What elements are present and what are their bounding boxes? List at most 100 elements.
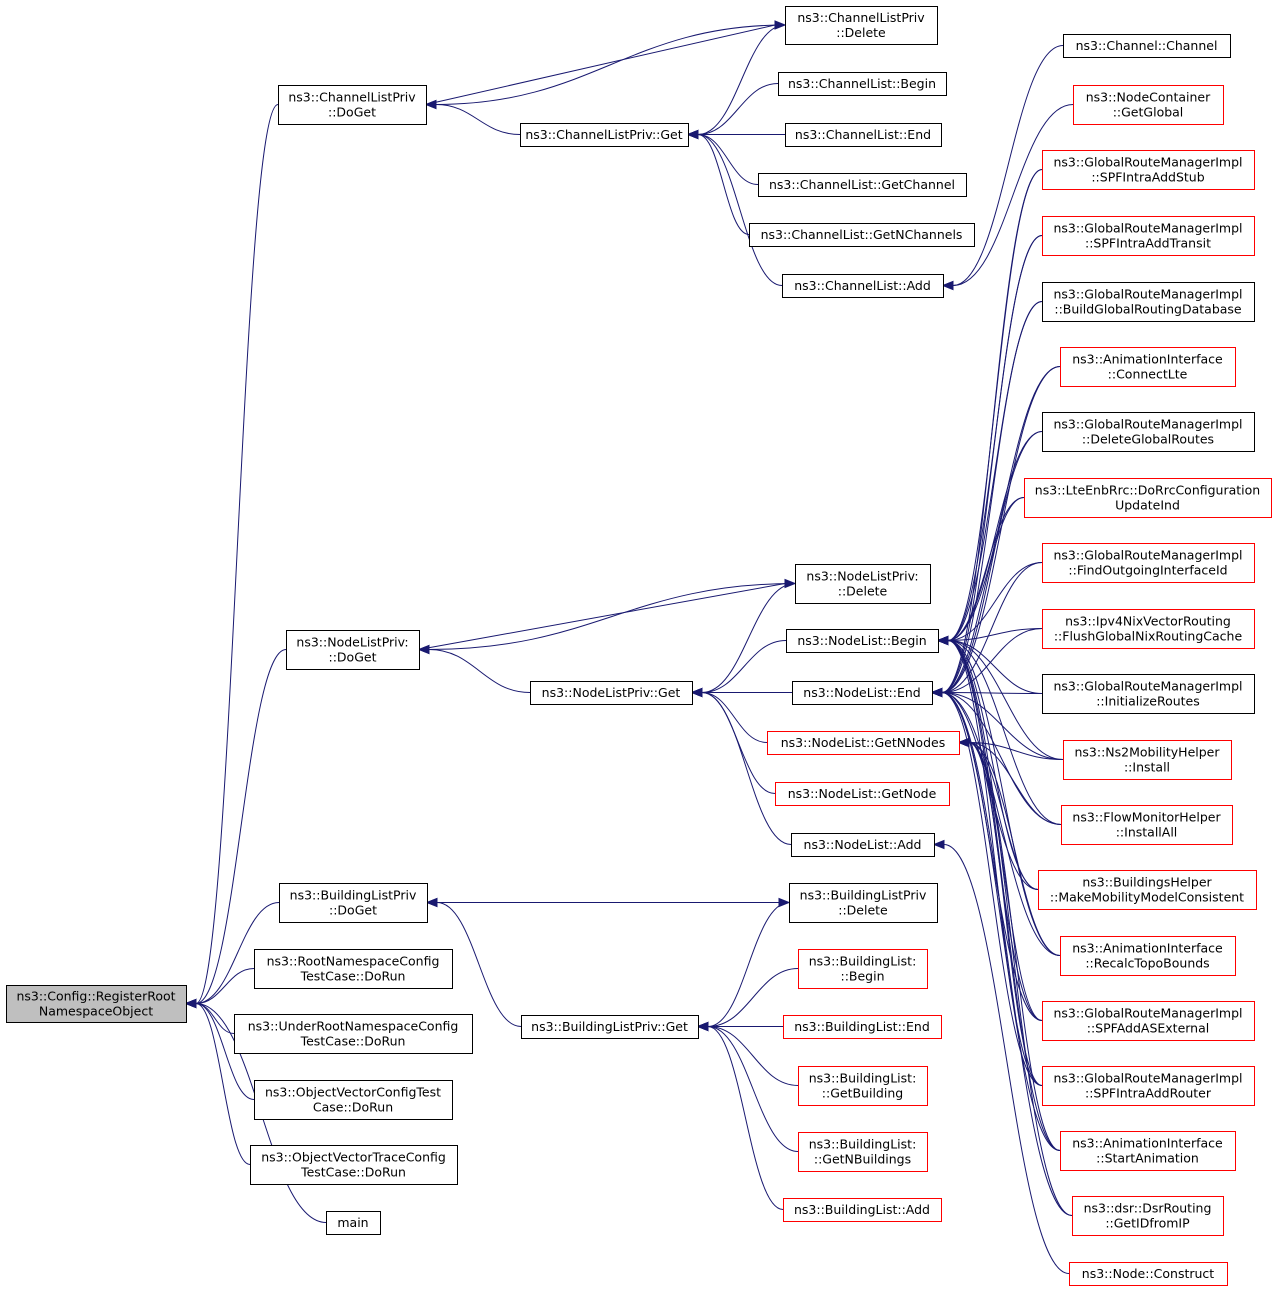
node-nl-getn[interactable]: ns3::NodeList::GetNNodes: [767, 731, 960, 755]
node-clp-delete[interactable]: ns3::ChannelListPriv::Delete: [785, 6, 938, 45]
node-label: ns3::ChannelListPriv: [288, 90, 416, 105]
node-nix-flush[interactable]: ns3::Ipv4NixVectorRouting::FlushGlobalNi…: [1042, 609, 1255, 649]
node-label: ::DoGet: [328, 105, 376, 120]
node-blp-delete[interactable]: ns3::BuildingListPriv::Delete: [789, 883, 938, 923]
call-edge: [195, 104, 279, 1004]
node-grm-init[interactable]: ns3::GlobalRouteManagerImpl::InitializeR…: [1042, 674, 1255, 714]
node-ai-start[interactable]: ns3::AnimationInterface::StartAnimation: [1060, 1131, 1236, 1171]
call-edge: [941, 562, 1043, 693]
node-label: ::DoGet: [329, 903, 377, 918]
node-nl-begin[interactable]: ns3::NodeList::Begin: [786, 629, 939, 653]
node-box: [1042, 609, 1255, 649]
node-grm-stub[interactable]: ns3::GlobalRouteManagerImpl::SPFIntraAdd…: [1042, 150, 1255, 190]
node-label: ns3::ChannelListPriv: [797, 10, 925, 25]
node-label: ns3::NodeListPriv::Get: [542, 685, 681, 700]
node-label: ns3::UnderRootNamespaceConfig: [248, 1019, 459, 1034]
arrowhead: [930, 687, 943, 698]
node-label: TestCase::DoRun: [300, 969, 406, 984]
node-box: [1042, 282, 1255, 322]
node-ovt-test[interactable]: ns3::ObjectVectorTraceConfigTestCase::Do…: [250, 1145, 458, 1185]
arrowhead: [184, 998, 197, 1009]
node-label: ::Delete: [836, 25, 886, 40]
node-ch-channel[interactable]: ns3::Channel::Channel: [1063, 34, 1231, 58]
node-node-construct[interactable]: ns3::Node::Construct: [1069, 1262, 1228, 1286]
node-ai-recalc[interactable]: ns3::AnimationInterface::RecalcTopoBound…: [1060, 936, 1236, 976]
node-label: ::GetIDfromIP: [1105, 1216, 1190, 1231]
node-label: ns3::GlobalRouteManagerImpl: [1053, 155, 1242, 170]
node-ns2-install[interactable]: ns3::Ns2MobilityHelper::Install: [1063, 740, 1232, 780]
node-ai-lte[interactable]: ns3::AnimationInterface::ConnectLte: [1060, 347, 1236, 387]
node-clp-doget[interactable]: ns3::ChannelListPriv::DoGet: [278, 85, 427, 125]
node-nc-global[interactable]: ns3::NodeContainer::GetGlobal: [1073, 85, 1224, 125]
node-main[interactable]: main: [326, 1211, 381, 1235]
node-nl-end[interactable]: ns3::NodeList::End: [792, 681, 933, 705]
node-blp-get[interactable]: ns3::BuildingListPriv::Get: [521, 1015, 699, 1039]
node-cl-getchannel[interactable]: ns3::ChannelList::GetChannel: [758, 173, 967, 197]
node-box: [1042, 1001, 1255, 1041]
node-dsr-getid[interactable]: ns3::dsr::DsrRouting::GetIDfromIP: [1072, 1196, 1224, 1236]
node-box: [1042, 216, 1255, 256]
node-cl-end[interactable]: ns3::ChannelList::End: [785, 123, 942, 147]
call-edge: [947, 640, 1064, 760]
node-nl-getnode[interactable]: ns3::NodeList::GetNode: [775, 782, 950, 806]
node-box: [798, 949, 928, 989]
node-bl-getn[interactable]: ns3::BuildingList:::GetNBuildings: [798, 1132, 928, 1172]
node-box: [792, 681, 933, 705]
node-box: [234, 1014, 473, 1054]
node-nlp-get[interactable]: ns3::NodeListPriv::Get: [530, 681, 693, 705]
node-bl-add[interactable]: ns3::BuildingList::Add: [783, 1198, 942, 1222]
node-label: ns3::ChannelList::GetChannel: [769, 177, 955, 192]
node-bh-make[interactable]: ns3::BuildingsHelper::MakeMobilityModelC…: [1038, 870, 1257, 910]
node-fm-installall[interactable]: ns3::FlowMonitorHelper::InstallAll: [1061, 805, 1233, 845]
node-label: ::Install: [1124, 760, 1170, 775]
node-box: [1060, 936, 1236, 976]
node-bl-begin[interactable]: ns3::BuildingList:::Begin: [798, 949, 928, 989]
call-edge: [968, 742, 1064, 760]
node-label: ns3::BuildingList::End: [794, 1019, 930, 1034]
node-grm-build[interactable]: ns3::GlobalRouteManagerImpl::BuildGlobal…: [1042, 282, 1255, 322]
node-box: [1024, 478, 1272, 518]
node-label: ns3::GlobalRouteManagerImpl: [1053, 1006, 1242, 1021]
node-cl-getn[interactable]: ns3::ChannelList::GetNChannels: [749, 223, 975, 247]
node-box: [1069, 1262, 1228, 1286]
node-nlp-delete[interactable]: ns3::NodeListPriv:::Delete: [795, 564, 931, 604]
node-label: ::SPFIntraAddTransit: [1085, 236, 1211, 251]
node-blp-doget[interactable]: ns3::BuildingListPriv::DoGet: [279, 883, 428, 923]
node-label: ns3::GlobalRouteManagerImpl: [1053, 1071, 1242, 1086]
call-edge: [195, 1003, 251, 1165]
arrowhead: [690, 687, 703, 698]
node-bl-getb[interactable]: ns3::BuildingList:::GetBuilding: [798, 1066, 928, 1106]
arrowhead: [417, 644, 430, 655]
node-grm-asext[interactable]: ns3::GlobalRouteManagerImpl::SPFAddASExt…: [1042, 1001, 1255, 1041]
node-nlp-doget[interactable]: ns3::NodeListPriv:::DoGet: [286, 630, 420, 670]
node-bl-end[interactable]: ns3::BuildingList::End: [783, 1015, 942, 1039]
node-box: [783, 1015, 942, 1039]
node-label: ns3::BuildingList:: [809, 954, 917, 969]
node-urnc-test[interactable]: ns3::UnderRootNamespaceConfigTestCase::D…: [234, 1014, 473, 1054]
node-label: ns3::BuildingsHelper: [1082, 875, 1212, 890]
node-nl-add[interactable]: ns3::NodeList::Add: [791, 833, 935, 857]
node-box: [1061, 805, 1233, 845]
node-box: [778, 72, 947, 96]
node-cl-add[interactable]: ns3::ChannelList::Add: [782, 274, 944, 298]
node-grm-router[interactable]: ns3::GlobalRouteManagerImpl::SPFIntraAdd…: [1042, 1066, 1255, 1106]
node-label: TestCase::DoRun: [300, 1034, 406, 1049]
node-label: ns3::RootNamespaceConfig: [267, 954, 440, 969]
call-edge: [947, 640, 1073, 1216]
node-lte-rrc[interactable]: ns3::LteEnbRrc::DoRrcConfigurationUpdate…: [1024, 478, 1272, 518]
node-grm-find[interactable]: ns3::GlobalRouteManagerImpl::FindOutgoin…: [1042, 543, 1255, 583]
node-grm-delete[interactable]: ns3::GlobalRouteManagerImpl::DeleteGloba…: [1042, 412, 1255, 452]
node-clp-get[interactable]: ns3::ChannelListPriv::Get: [520, 123, 689, 147]
node-box: [1042, 674, 1255, 714]
node-label: ns3::BuildingList:: [809, 1071, 917, 1086]
node-label: ::FindOutgoingInterfaceId: [1068, 563, 1227, 578]
node-grm-transit[interactable]: ns3::GlobalRouteManagerImpl::SPFIntraAdd…: [1042, 216, 1255, 256]
call-edge: [941, 692, 1043, 1086]
node-label: ns3::NodeList::Add: [804, 837, 922, 852]
node-box: [279, 883, 428, 923]
node-cl-begin[interactable]: ns3::ChannelList::Begin: [778, 72, 947, 96]
node-label: ns3::GlobalRouteManagerImpl: [1053, 417, 1242, 432]
